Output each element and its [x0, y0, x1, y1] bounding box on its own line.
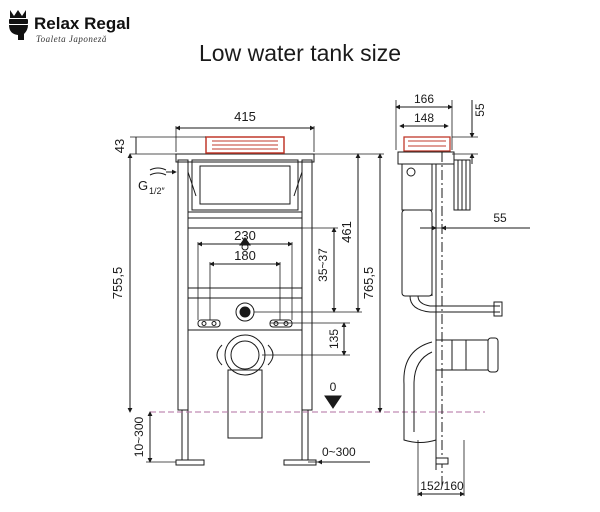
dim-55-mid: 55	[493, 211, 507, 225]
brand-tagline: Toaleta Japoneză	[36, 34, 107, 44]
toilet-logo-icon	[9, 10, 28, 40]
level-zero: 0	[330, 380, 337, 394]
dim-415: 415	[234, 109, 256, 124]
dim-43: 43	[112, 139, 127, 153]
dim-35-37: 35~37	[316, 248, 330, 282]
dim-135: 135	[327, 329, 341, 349]
dim-10-300: 10~300	[132, 416, 146, 457]
front-frame	[175, 153, 317, 466]
inlet-fraction: 1/2″	[149, 186, 166, 196]
dim-230: 230	[234, 228, 256, 243]
dim-148: 148	[414, 111, 434, 125]
page-title: Low water tank size	[199, 40, 401, 66]
dim-180: 180	[234, 248, 256, 263]
dim-0-300: 0~300	[322, 445, 356, 459]
side-view	[395, 100, 530, 497]
level-zero-arrow	[324, 395, 342, 409]
dim-765: 765,5	[361, 267, 376, 300]
dim-152-160: 152/160	[420, 479, 464, 493]
flush-plate-accent	[205, 136, 285, 154]
dim-166: 166	[414, 92, 434, 106]
brand-name: Relax Regal	[34, 14, 131, 33]
inlet-label: G	[138, 178, 148, 193]
dim-461: 461	[339, 221, 354, 243]
dim-755: 755,5	[110, 267, 125, 300]
dim-55-top: 55	[473, 103, 487, 117]
